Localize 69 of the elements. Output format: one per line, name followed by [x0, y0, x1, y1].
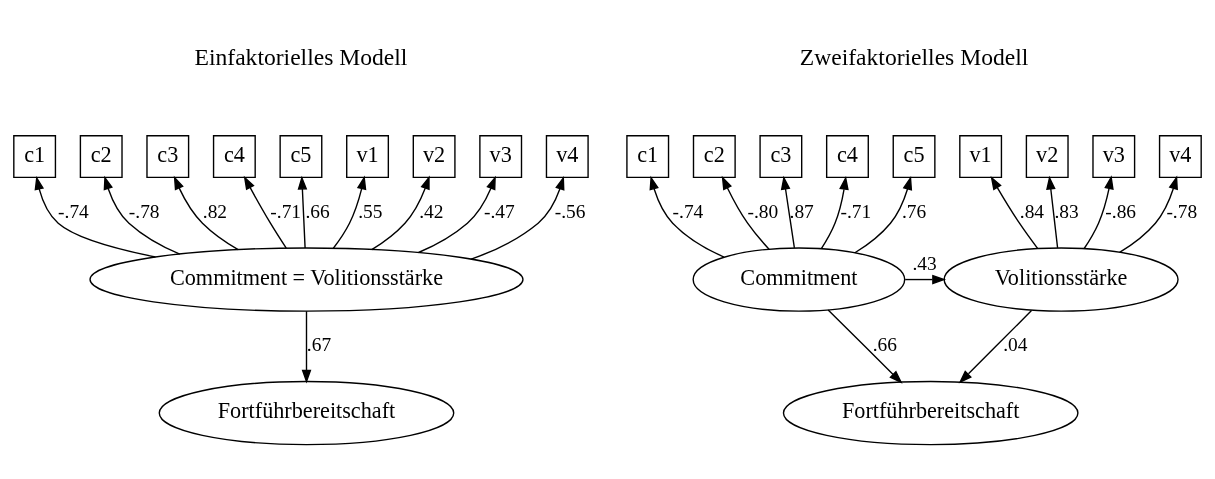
arrow: [780, 175, 796, 249]
edge-label: .43: [912, 253, 937, 275]
arrow: [34, 175, 157, 258]
arrow: [371, 175, 430, 251]
node-box: v3: [479, 135, 523, 179]
arrow: [649, 175, 725, 258]
node-box: c5: [892, 135, 936, 179]
node-box: c5: [279, 135, 323, 179]
node-ellipse: Commitment = Volitionsstärke: [89, 247, 524, 312]
edge-label: -.78: [1166, 200, 1198, 222]
edge-label: .87: [789, 200, 814, 222]
edge-label: .55: [358, 200, 383, 222]
edge-label: -.56: [554, 200, 586, 222]
node-box: c2: [692, 135, 736, 179]
label: Zweifaktorielles Modell: [799, 44, 1029, 71]
edge-label: .82: [202, 200, 228, 222]
arrow: [854, 176, 913, 254]
arrow: [470, 175, 565, 260]
node-box: v1: [346, 135, 390, 179]
node-ellipse: Commitment: [692, 247, 906, 312]
node-ellipse: Volitionsstärke: [943, 247, 1179, 312]
edge-label: -.74: [58, 200, 89, 222]
node-box: v1: [959, 135, 1003, 179]
arrow: [721, 175, 770, 250]
arrow: [827, 309, 903, 384]
node-box: c3: [759, 135, 803, 179]
arrow: [820, 175, 849, 250]
node-box: v3: [1092, 135, 1136, 179]
edge-label: -.78: [128, 200, 160, 222]
edge-label: .04: [1003, 334, 1028, 356]
arrow: [301, 310, 312, 384]
node-box: v4: [545, 135, 589, 179]
edge-label: -.86: [1105, 200, 1137, 222]
edge-label: .76: [901, 200, 927, 222]
node-box: v2: [412, 135, 456, 179]
node-ellipse: Fortführbereitschaft: [782, 380, 1079, 446]
node-box: c3: [146, 135, 190, 179]
node-box: c1: [13, 135, 57, 179]
arrow: [1046, 175, 1059, 249]
node-box: c4: [212, 135, 256, 179]
edge-label: -.74: [672, 200, 704, 222]
arrow: [417, 175, 496, 254]
arrow: [243, 175, 287, 249]
edge-label: .66: [305, 200, 330, 222]
edge-label: -.71: [840, 200, 872, 222]
arrow: [1083, 175, 1114, 250]
arrow: [990, 175, 1039, 250]
arrow: [173, 175, 239, 251]
node-box: c2: [79, 135, 123, 179]
edge-label: .66: [872, 334, 898, 356]
node-box: c1: [626, 135, 670, 179]
edge-label: -.71: [270, 200, 302, 222]
edge-label: -.80: [747, 200, 779, 222]
arrow: [958, 309, 1033, 384]
edge-label: .42: [419, 200, 444, 222]
edge-label: .67: [306, 334, 332, 356]
arrow: [332, 175, 367, 249]
node-box: v4: [1158, 135, 1202, 179]
node-ellipse: Fortführbereitschaft: [158, 380, 455, 446]
node-box: c4: [825, 135, 869, 179]
arrow: [103, 175, 181, 255]
node-box: v2: [1025, 135, 1069, 179]
arrow: [1118, 175, 1178, 253]
edge-label: .84: [1019, 200, 1045, 222]
edge-label: .83: [1054, 200, 1079, 222]
arrow: [904, 274, 947, 285]
arrow: [297, 175, 308, 249]
edge-label: -.47: [483, 200, 515, 222]
label: Einfaktorielles Modell: [194, 44, 408, 71]
